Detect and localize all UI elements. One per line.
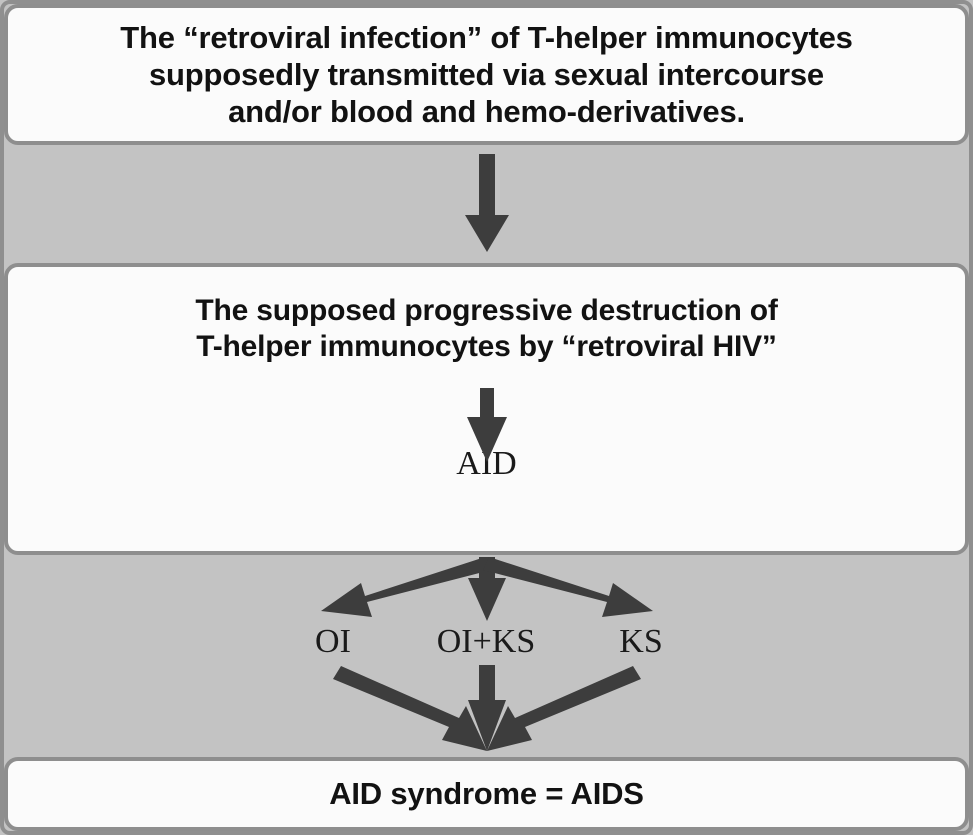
box-top-text: The “retroviral infection” of T-helper i… — [120, 19, 853, 130]
aid-node-label: AID — [456, 445, 517, 482]
box-middle-heading-text: The supposed progressive destruction of … — [195, 294, 778, 363]
arrow-ks-to-aids-icon — [487, 666, 641, 751]
arrow-aid-to-ks-icon — [483, 557, 653, 617]
box-middle-destruction: The supposed progressive destruction of … — [4, 263, 969, 555]
arrow-aid-to-oi-ks-icon — [468, 557, 506, 621]
branch-label-oi-ks: OI+KS — [436, 623, 536, 660]
box-top-hypothesis: The “retroviral infection” of T-helper i… — [4, 4, 969, 145]
arrow-oi-to-aids-icon — [333, 666, 487, 751]
arrow-aid-to-oi-icon — [321, 557, 491, 617]
branch-label-ks: KS — [619, 623, 663, 660]
box-bottom-text: AID syndrome = AIDS — [329, 776, 644, 812]
arrow-top-to-middle-icon — [465, 154, 509, 252]
arrow-oi-ks-to-aids-icon — [468, 665, 506, 751]
box-bottom-aids: AID syndrome = AIDS — [4, 757, 969, 831]
branch-label-oi: OI — [315, 623, 351, 660]
